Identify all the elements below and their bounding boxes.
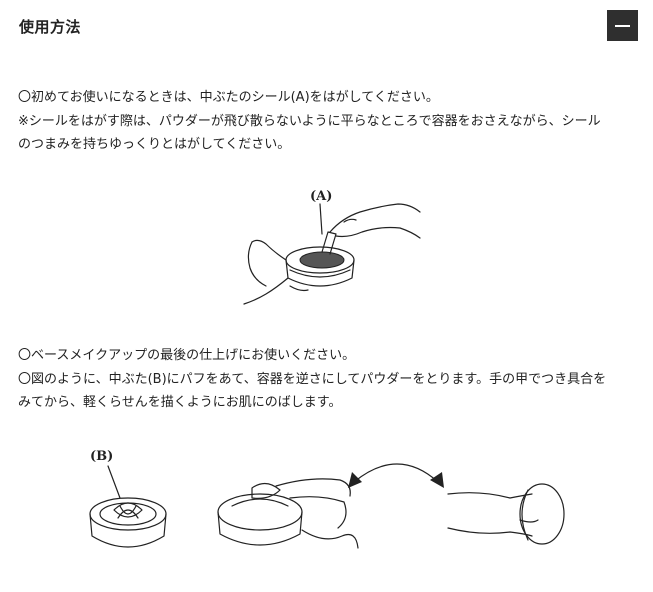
collapse-toggle-button[interactable] xyxy=(607,10,638,41)
figure-label-b: (B) xyxy=(90,449,113,464)
minus-icon xyxy=(615,25,630,27)
step2-line1: 〇ベースメイクアップの最後の仕上げにお使いください。 xyxy=(18,348,356,363)
section-title: 使用方法 xyxy=(19,18,82,36)
figure-label-a: (A) xyxy=(310,189,332,204)
step1-line2: ※シールをはがす際は、パウダーが飛び散らないように平らなところで容器をおさえなが… xyxy=(18,113,601,129)
step1-line3: のつまみを持ちゆっくりとはがしてください。 xyxy=(18,137,291,152)
step1-line1: 〇初めてお使いになるときは、中ぶたのシール(A)をはがしてください。 xyxy=(18,90,439,105)
step2-line2: 〇図のように、中ぶた(B)にパフをあて、容器を逆さにしてパウダーをとります。手の… xyxy=(18,371,607,387)
step1-instructions: 〇初めてお使いになるときは、中ぶたのシール(A)をはがしてください。 ※シールを… xyxy=(18,86,638,157)
step2-instructions: 〇ベースメイクアップの最後の仕上げにお使いください。 〇図のように、中ぶた(B)… xyxy=(18,344,638,415)
powder-application-illustration: (B) xyxy=(89,449,565,549)
seal-removal-illustration: (A) xyxy=(243,189,421,305)
section-header[interactable]: 使用方法 xyxy=(0,0,653,56)
step2-line3: みてから、軽くらせんを描くようにお肌にのばします。 xyxy=(18,395,342,410)
